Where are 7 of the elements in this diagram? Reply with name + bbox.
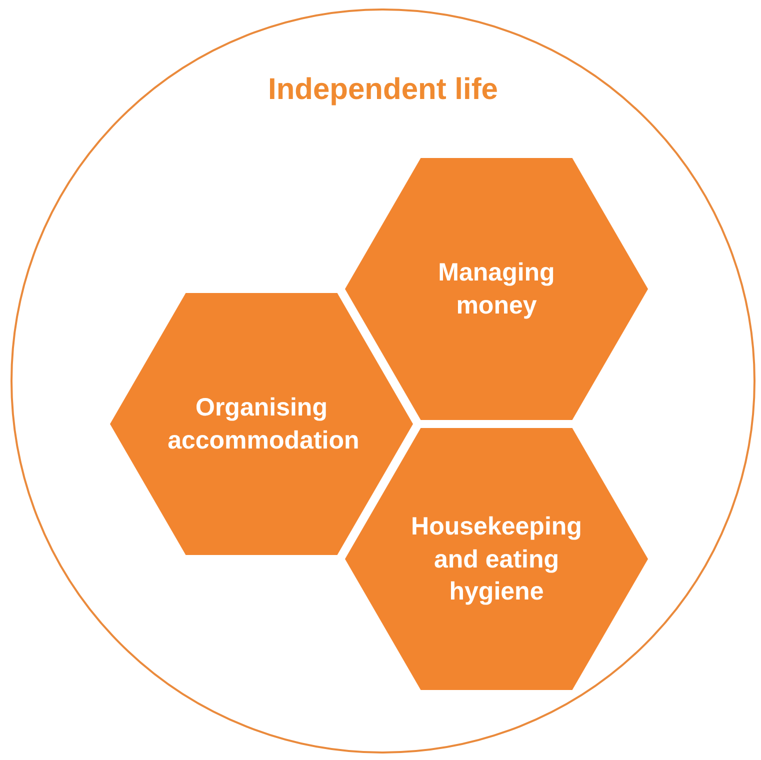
hexagon-tile (345, 158, 648, 420)
hexagon-label: Organising accommodation (168, 392, 356, 456)
hexagon-tile (110, 293, 413, 555)
hexagon-label: Managing money (437, 258, 556, 321)
hexagon-label: Housekeeping and eating hygiene (410, 511, 583, 608)
circle-outline (10, 8, 756, 754)
circle-title: Independent life (266, 72, 499, 108)
